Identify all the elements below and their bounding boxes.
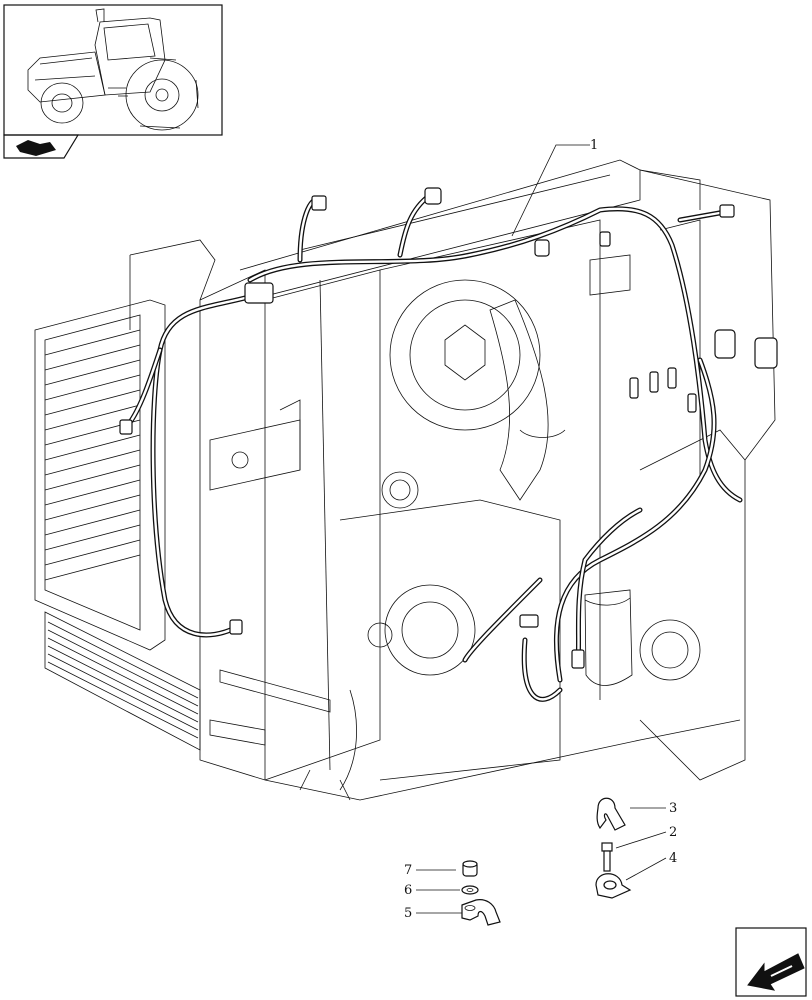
callout-number: 2 xyxy=(669,825,677,840)
wiring-harness xyxy=(119,187,778,702)
callout-7: 7 xyxy=(404,863,456,878)
callout-number: 3 xyxy=(669,801,677,816)
engine-assembly xyxy=(34,159,776,801)
callout-2: 2 xyxy=(615,825,677,849)
callout-6: 6 xyxy=(404,883,460,898)
callout-5: 5 xyxy=(404,906,470,921)
callout-3: 3 xyxy=(630,801,677,816)
callout-4: 4 xyxy=(625,851,677,881)
clip-part-icon xyxy=(596,797,626,831)
callout-number: 1 xyxy=(590,138,598,153)
clip-part-icon xyxy=(461,899,501,926)
tractor-thumbnail-icon xyxy=(3,4,223,136)
washer-part-icon xyxy=(461,885,479,895)
callout-number: 4 xyxy=(669,851,677,866)
callout-number: 7 xyxy=(404,863,412,878)
nut-part-icon xyxy=(462,860,478,877)
callout-number: 6 xyxy=(404,883,412,898)
callout-number: 5 xyxy=(404,906,412,921)
section-marker-icon xyxy=(3,134,80,159)
callout-1: 1 xyxy=(511,138,598,237)
screw-part-icon xyxy=(601,842,613,872)
clip-part-icon xyxy=(595,873,632,899)
next-page-arrow-icon[interactable] xyxy=(735,927,807,997)
